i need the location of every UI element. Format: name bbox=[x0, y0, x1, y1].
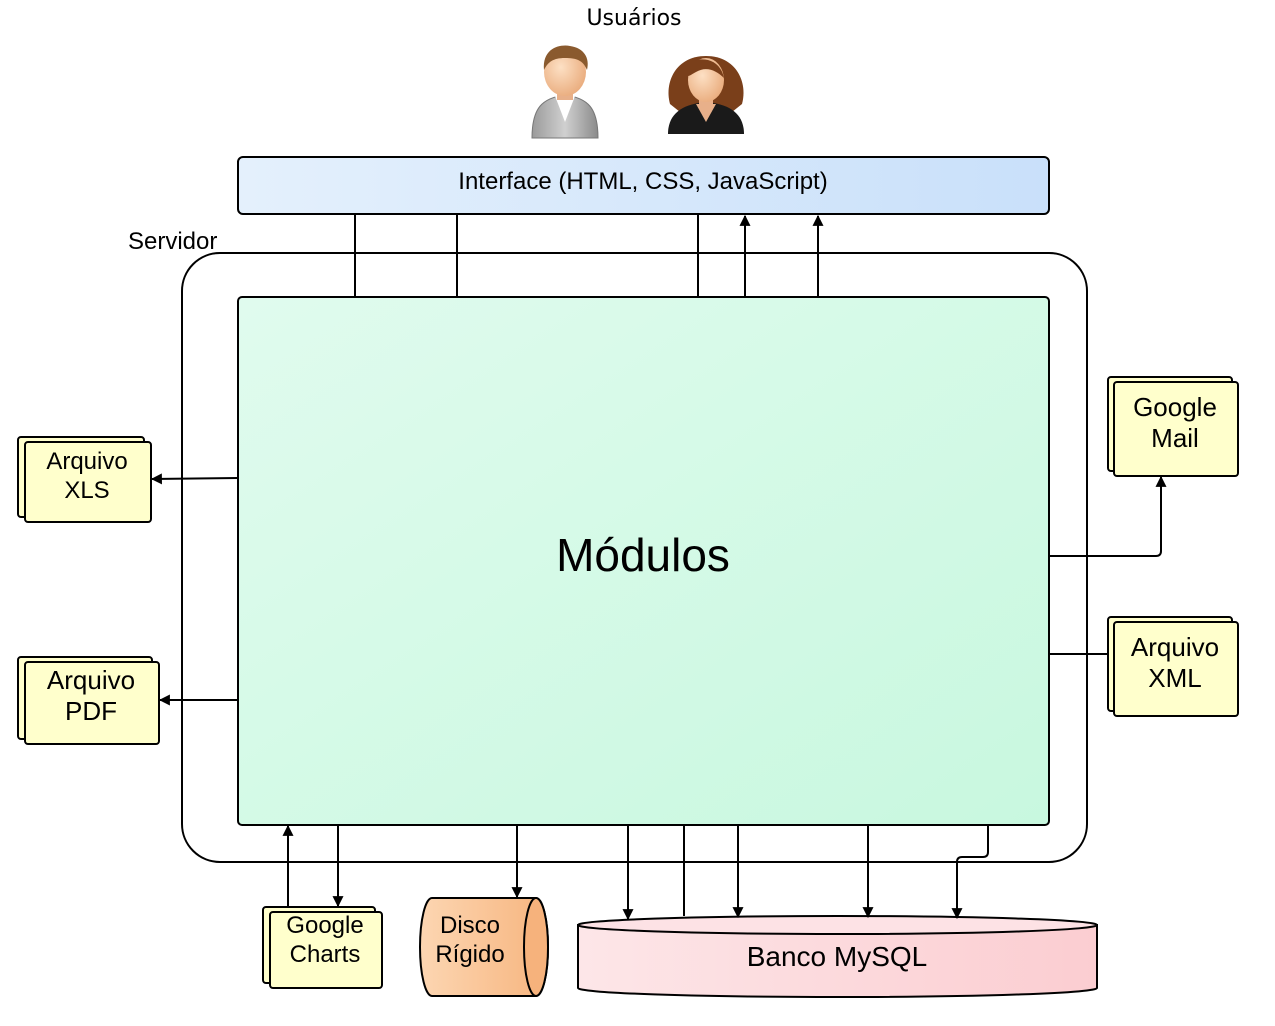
interface-connectors bbox=[354, 214, 824, 297]
google-charts-label: Google Charts bbox=[286, 912, 364, 968]
mysql-database-label: Banco MySQL bbox=[746, 941, 928, 972]
xls-file-label: Arquivo XLS bbox=[46, 448, 128, 504]
gmail-document-shape bbox=[1107, 376, 1239, 477]
male-user-icon bbox=[531, 45, 599, 139]
database-cylinder-shape bbox=[577, 915, 1098, 999]
xls-document-shape bbox=[17, 436, 152, 523]
users-title: Usuários bbox=[586, 6, 682, 31]
gmail-label: Google Mail bbox=[1133, 392, 1217, 454]
xml-file-label: Arquivo XML bbox=[1130, 632, 1220, 694]
hard-disk-label: Disco Rígido bbox=[435, 912, 505, 968]
modules-box bbox=[237, 296, 1050, 826]
modules-label: Módulos bbox=[556, 529, 730, 581]
pdf-document-shape bbox=[17, 656, 160, 745]
interface-label: Interface (HTML, CSS, JavaScript) bbox=[458, 168, 828, 195]
output-connectors bbox=[150, 473, 1167, 921]
interface-box bbox=[237, 156, 1050, 215]
female-user-icon bbox=[668, 56, 744, 134]
server-label: Servidor bbox=[128, 228, 218, 255]
pdf-file-label: Arquivo PDF bbox=[46, 665, 136, 727]
charts-document-shape bbox=[262, 906, 383, 989]
disk-cylinder-shape bbox=[419, 897, 549, 997]
xml-document-shape bbox=[1107, 616, 1239, 717]
